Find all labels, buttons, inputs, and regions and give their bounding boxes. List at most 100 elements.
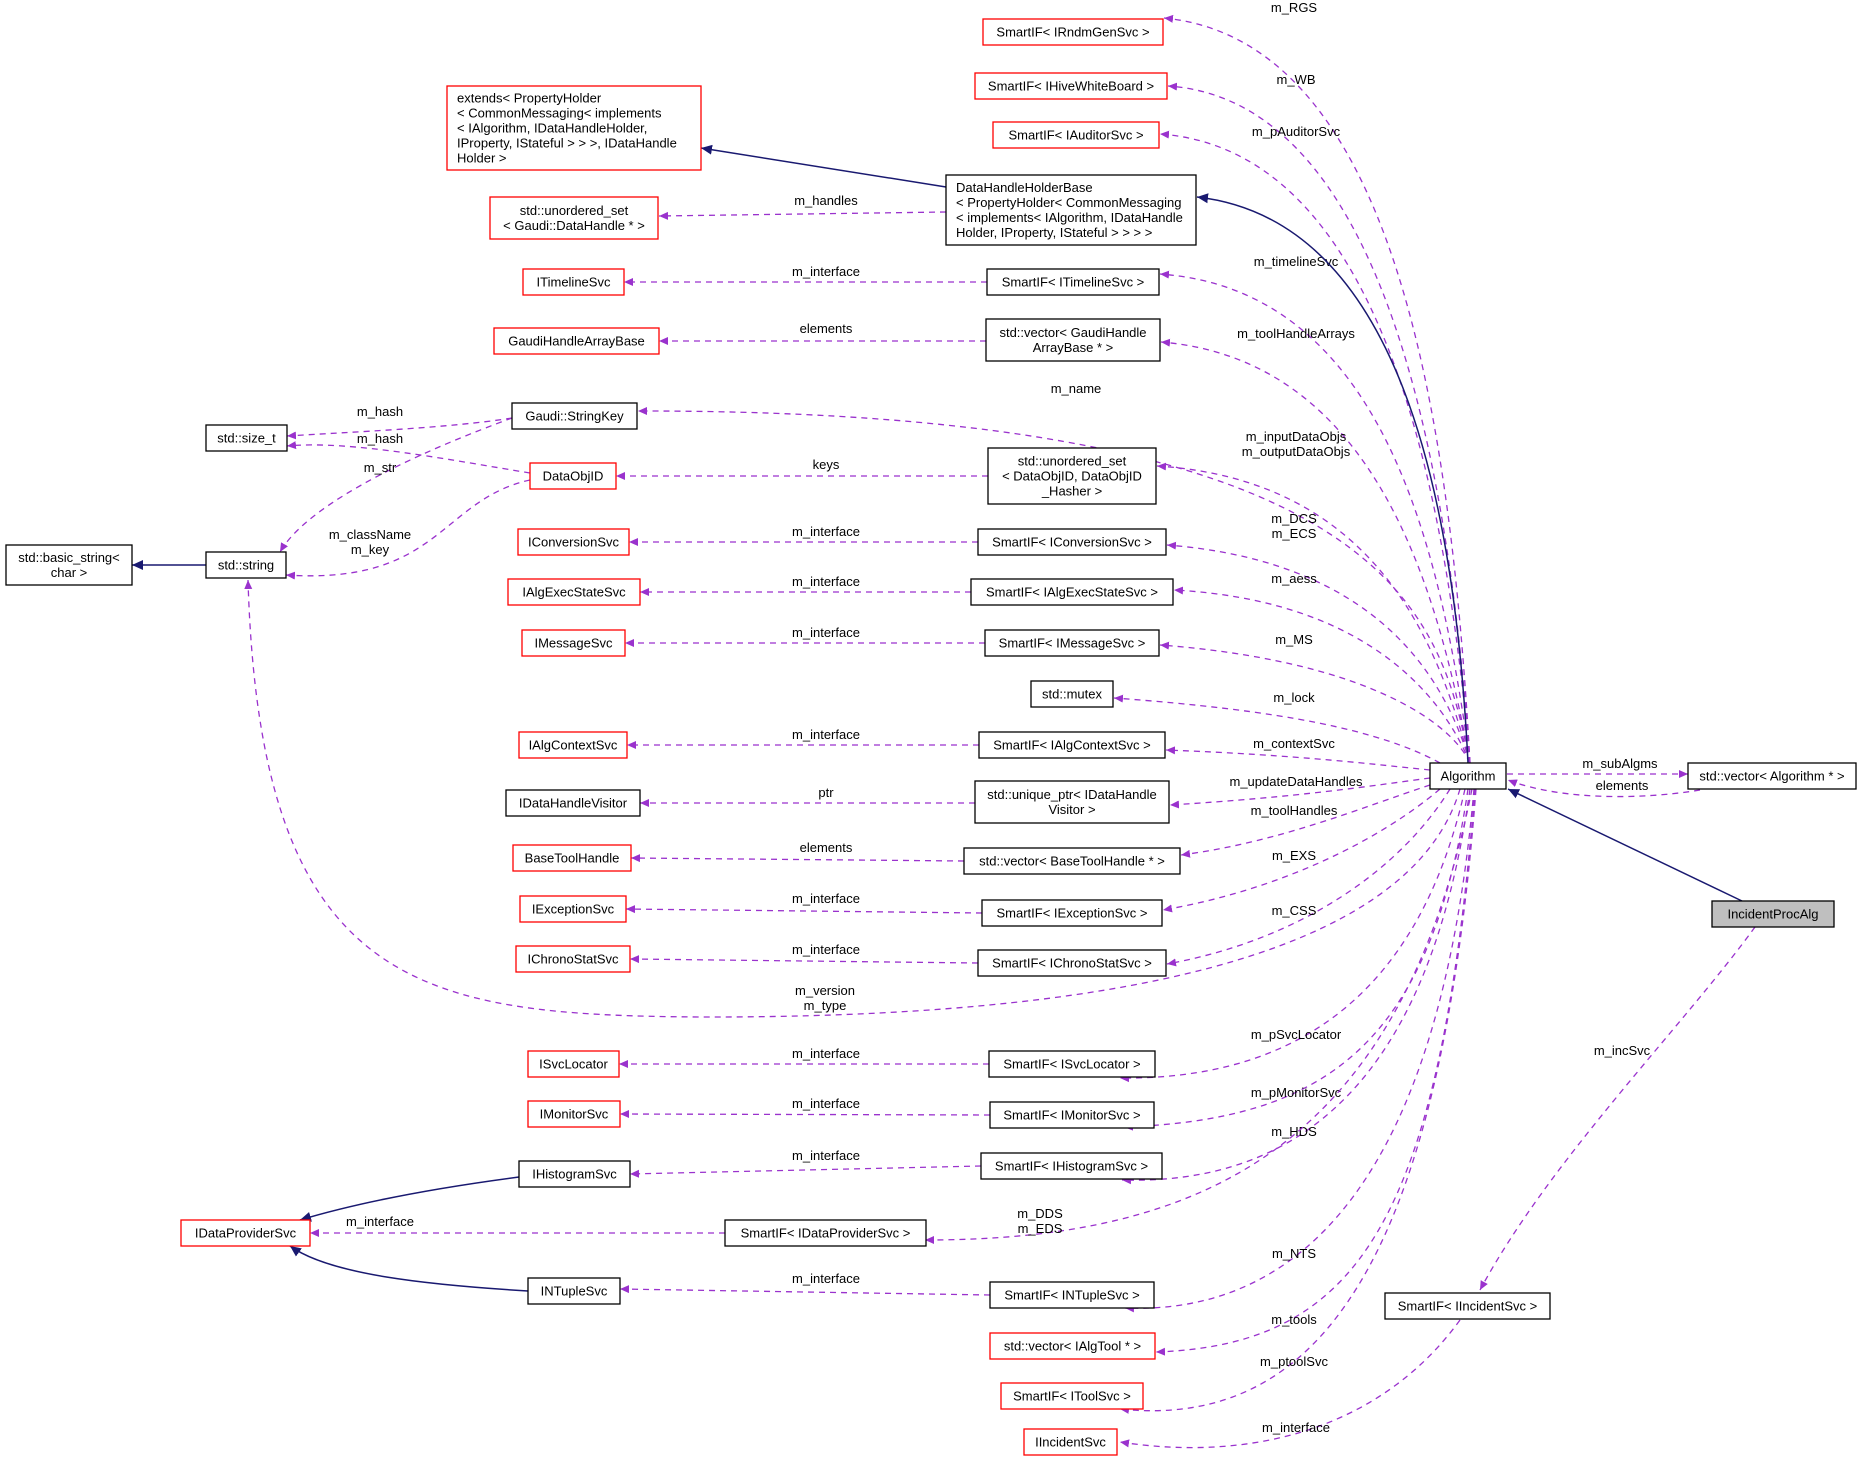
inheritance-edge-inh-ext-dhhb — [700, 144, 947, 188]
edge-label: m_aess — [1271, 571, 1317, 586]
edge-path — [1196, 193, 1469, 764]
class-node-ialgcontextsvc[interactable]: IAlgContextSvc — [518, 731, 628, 759]
class-node-gaudi-stringkey[interactable]: Gaudi::StringKey — [511, 402, 638, 430]
class-node-iincidentsvc[interactable]: IIncidentSvc — [1023, 1428, 1118, 1456]
class-node-vec-basetoolhandle[interactable]: std::vector< BaseToolHandle * > — [963, 847, 1181, 875]
node-box — [977, 949, 1167, 977]
edge-label: m_type — [804, 998, 847, 1013]
class-node-smartif-ihivewhiteboard[interactable]: SmartIF< IHiveWhiteBoard > — [974, 72, 1168, 100]
edge-label: m_pAuditorSvc — [1252, 124, 1341, 139]
node-box — [519, 895, 627, 923]
class-node-vec-gaudihandlearraybase[interactable]: std::vector< GaudiHandleArrayBase * > — [985, 318, 1161, 362]
class-node-smartif-imessagesvc[interactable]: SmartIF< IMessageSvc > — [984, 629, 1160, 657]
node-box — [205, 424, 288, 452]
class-node-gaudihandlearraybase[interactable]: GaudiHandleArrayBase — [493, 327, 660, 355]
node-box — [724, 1219, 927, 1247]
class-node-imessagesvc[interactable]: IMessageSvc — [521, 629, 626, 657]
class-node-basetoolhandle[interactable]: BaseToolHandle — [512, 844, 632, 872]
class-node-iconversionsvc[interactable]: IConversionSvc — [517, 528, 630, 556]
member-edge-css: m_CSS — [1166, 788, 1451, 967]
member-edge-sk-hash: m_hash — [286, 404, 513, 440]
inheritance-edge-inh-dhhb-alg — [1196, 193, 1469, 764]
node-label: < CommonMessaging< implements — [457, 106, 662, 121]
edge-path — [1119, 788, 1466, 1083]
class-node-datahandleholderbase[interactable]: DataHandleHolderBase< PropertyHolder< Co… — [945, 174, 1197, 246]
class-node-std-basic-string[interactable]: std::basic_string<char > — [5, 544, 133, 586]
node-label: Holder, IProperty, IStateful > > > > — [956, 225, 1152, 240]
node-box — [980, 1152, 1163, 1180]
edge-label: m_tools — [1271, 1312, 1317, 1327]
class-node-smartif-isvclocator[interactable]: SmartIF< ISvcLocator > — [988, 1050, 1156, 1078]
class-node-idataprovidersvc[interactable]: IDataProviderSvc — [180, 1219, 311, 1247]
member-edge-wb: m_WB — [1167, 72, 1471, 764]
class-node-smartif-ihistogramsvc[interactable]: SmartIF< IHistogramSvc > — [980, 1152, 1163, 1180]
edge-label: m_interface — [792, 574, 860, 589]
class-node-smartif-itoolsvc[interactable]: SmartIF< IToolSvc > — [1000, 1382, 1144, 1410]
class-node-vec-ialgtool[interactable]: std::vector< IAlgTool * > — [989, 1332, 1156, 1360]
class-node-ichronostatsvc[interactable]: IChronoStatSvc — [515, 945, 631, 973]
edge-label: m_interface — [792, 524, 860, 539]
member-edge-pmonitorsvc: m_pMonitorSvc — [1123, 788, 1469, 1131]
class-node-smartif-irndmgensvc[interactable]: SmartIF< IRndmGenSvc > — [982, 18, 1164, 46]
class-node-extends-propertyholder[interactable]: extends< PropertyHolder< CommonMessaging… — [446, 85, 702, 171]
class-node-imonitorsvc[interactable]: IMonitorSvc — [527, 1100, 621, 1128]
node-box — [489, 196, 659, 240]
class-node-smartif-iexceptionsvc[interactable]: SmartIF< IExceptionSvc > — [981, 899, 1163, 927]
node-box — [1711, 900, 1835, 928]
edge-label: ptr — [818, 785, 834, 800]
member-edge-contextsvc: m_contextSvc — [1165, 736, 1431, 771]
edge-path — [630, 854, 965, 863]
nodes-layer: IncidentProcAlg Algorithm std::vector< Alg… — [5, 18, 1857, 1456]
edge-label: m_interface — [792, 1271, 860, 1286]
edge-label: m_hash — [357, 431, 403, 446]
node-label: std::mutex — [1042, 687, 1102, 702]
class-node-smartif-idataprovidersvc[interactable]: SmartIF< IDataProviderSvc > — [724, 1219, 927, 1247]
class-node-unordered-set-dataobjid[interactable]: std::unordered_set< DataObjID, DataObjID… — [987, 447, 1157, 505]
edge-label: m_handles — [794, 193, 858, 208]
node-label: std::vector< Algorithm * > — [1699, 769, 1844, 784]
class-node-std-size-t[interactable]: std::size_t — [205, 424, 288, 452]
edge-path — [285, 479, 531, 580]
class-node-ihistogramsvc[interactable]: IHistogramSvc — [518, 1160, 631, 1188]
edge-path — [1163, 14, 1471, 764]
edge-label: m_DDS — [1017, 1206, 1063, 1221]
class-node-smartif-iconversionsvc[interactable]: SmartIF< IConversionSvc > — [977, 528, 1167, 556]
node-label: ArrayBase * > — [1033, 340, 1114, 355]
class-node-vec-algorithm[interactable]: std::vector< Algorithm * > — [1687, 762, 1857, 790]
inheritance-edge-inh-dps-ntuple — [289, 1245, 529, 1292]
class-node-intuplesvc[interactable]: INTupleSvc — [527, 1277, 621, 1305]
member-edge-aes-interface: m_interface — [640, 574, 971, 596]
class-node-std-mutex[interactable]: std::mutex — [1030, 680, 1114, 708]
class-node-smartif-ichronostatsvc[interactable]: SmartIF< IChronoStatSvc > — [977, 949, 1167, 977]
class-node-smartif-iincidentsvc[interactable]: SmartIF< IIncidentSvc > — [1384, 1292, 1551, 1320]
node-box — [974, 72, 1168, 100]
class-node-unordered-set-datahandle[interactable]: std::unordered_set< Gaudi::DataHandle * … — [489, 196, 659, 240]
edge-label: m_timelineSvc — [1254, 254, 1339, 269]
class-node-smartif-intuplesvc[interactable]: SmartIF< INTupleSvc > — [989, 1281, 1155, 1309]
class-node-smartif-imonitorsvc[interactable]: SmartIF< IMonitorSvc > — [989, 1101, 1155, 1129]
node-label: extends< PropertyHolder — [457, 91, 602, 106]
inheritance-edge-inh-dps-histo — [299, 1176, 520, 1222]
member-edge-pauditorsvc: m_pAuditorSvc — [1159, 124, 1471, 764]
class-node-algorithm[interactable]: Algorithm — [1429, 762, 1507, 790]
edge-path — [625, 905, 983, 914]
class-node-incidentprocalg[interactable]: IncidentProcAlg — [1711, 900, 1835, 928]
class-node-iexceptionsvc[interactable]: IExceptionSvc — [519, 895, 627, 923]
node-label: IAlgExecStateSvc — [522, 585, 626, 600]
class-node-smartif-ialgexecstatesvc[interactable]: SmartIF< IAlgExecStateSvc > — [970, 578, 1174, 606]
class-node-smartif-ialgcontextsvc[interactable]: SmartIF< IAlgContextSvc > — [978, 731, 1166, 759]
class-node-isvclocator[interactable]: ISvcLocator — [527, 1050, 620, 1078]
class-node-smartif-itimelinesvc[interactable]: SmartIF< ITimelineSvc > — [986, 268, 1160, 296]
edge-label: m_MS — [1275, 632, 1313, 647]
class-node-idatahandlevisitor[interactable]: IDataHandleVisitor — [505, 789, 641, 817]
edge-path — [1124, 788, 1475, 1313]
class-node-dataobjid[interactable]: DataObjID — [529, 462, 617, 490]
class-node-smartif-iauditorsvc[interactable]: SmartIF< IAuditorSvc > — [992, 121, 1160, 149]
node-box — [989, 1332, 1156, 1360]
class-node-ialgexecstatesvc[interactable]: IAlgExecStateSvc — [507, 578, 641, 606]
class-node-unique-ptr-idatahandlevisitor[interactable]: std::unique_ptr< IDataHandleVisitor > — [974, 780, 1170, 824]
class-node-std-string[interactable]: std::string — [205, 551, 287, 579]
class-node-itimelinesvc[interactable]: ITimelineSvc — [522, 268, 625, 296]
node-box — [978, 731, 1166, 759]
edge-path — [1121, 788, 1471, 1185]
